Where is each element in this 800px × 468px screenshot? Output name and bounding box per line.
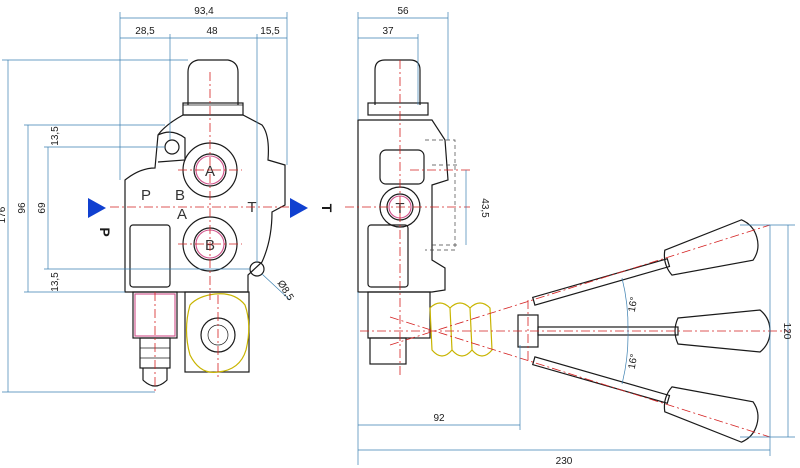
dim-48-text: 48 <box>206 26 218 37</box>
front-top-hole <box>164 139 180 155</box>
dim-37-text: 37 <box>382 26 394 37</box>
dim-69-text: 69 <box>37 202 48 214</box>
side-collar <box>367 102 429 116</box>
label-p-inlet: P <box>97 227 113 236</box>
arrow-t-outlet <box>290 198 308 218</box>
angle-down-text: 16° <box>627 353 640 370</box>
side-top-stub <box>374 59 421 105</box>
body-letter-b: B <box>175 187 185 204</box>
cl-lever-down <box>389 316 771 438</box>
dim-28-text: 28,5 <box>135 26 155 37</box>
side-dimensions: 56 37 43,5 92 230 120 <box>357 6 795 467</box>
front-inner-recess <box>129 224 171 288</box>
dim-dia-leader <box>261 273 291 301</box>
cl-lever-up <box>389 224 771 346</box>
side-lower-block <box>367 224 409 288</box>
handle-lower <box>663 386 759 443</box>
dim-43-text: 43,5 <box>479 198 490 218</box>
front-bottom-hole <box>249 261 265 277</box>
body-letter-t: T <box>247 199 256 216</box>
spring-coil-1 <box>449 307 453 351</box>
port-a-label: A <box>205 163 215 180</box>
side-bottom-cap <box>369 337 407 365</box>
front-lever-block <box>184 291 250 373</box>
side-hidden-1 <box>425 139 456 251</box>
handle-center <box>674 309 771 353</box>
dim-13-bottom-text: 13,5 <box>50 272 61 292</box>
dim-176-text: 176 <box>0 206 8 223</box>
handle-upper-group <box>531 219 759 306</box>
dim-120-text: 120 <box>781 323 792 340</box>
handle-upper-shaft <box>531 258 671 306</box>
side-spring <box>429 302 493 357</box>
handle-upper <box>663 219 759 276</box>
body-letter-a: A <box>177 206 187 223</box>
dim-230-text: 230 <box>556 456 573 467</box>
angle-up-text: 16° <box>627 296 640 313</box>
dim-dia-text: Ø8,5 <box>275 279 296 304</box>
front-view: A B P B A T P T <box>88 59 335 392</box>
dim-92-text: 92 <box>433 413 445 424</box>
handle-lower-group <box>531 356 759 443</box>
front-top-stub <box>187 59 239 105</box>
front-left-ear <box>157 131 186 163</box>
front-body <box>124 114 286 293</box>
front-spring-outline <box>185 293 250 373</box>
spring-coil-2 <box>469 307 473 351</box>
dim-13-top-text: 13,5 <box>50 126 61 146</box>
dim-96-text: 96 <box>17 202 28 214</box>
side-view: T 16° 16° <box>345 59 790 443</box>
handle-lower-shaft <box>531 356 671 404</box>
dim-93-text: 93,4 <box>194 6 214 17</box>
dim-15-text: 15,5 <box>260 26 280 37</box>
side-top-block <box>379 149 425 185</box>
arrow-p-inlet <box>88 198 106 218</box>
body-letter-p: P <box>141 187 151 204</box>
angle-arc-down <box>621 330 629 385</box>
dim-56-text: 56 <box>397 6 409 17</box>
label-t-outlet: T <box>319 204 335 213</box>
angle-arc-up <box>621 277 629 332</box>
